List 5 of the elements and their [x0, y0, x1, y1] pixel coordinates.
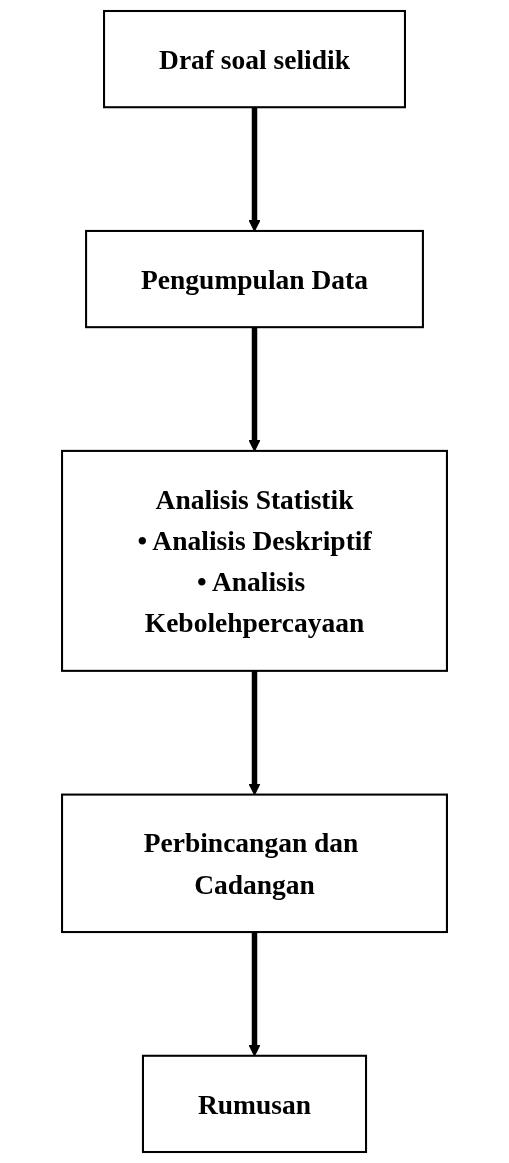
node-box: Analisis Statistik • Analisis Deskriptif • Analisis Kebolehpercayaan: [61, 449, 448, 672]
node-box: Draf soal selidik: [103, 9, 406, 109]
node-box: Perbincangan dan Cadangan: [61, 793, 448, 934]
node-box: Pengumpulan Data: [85, 229, 424, 329]
node-box: Rumusan: [141, 1054, 368, 1154]
